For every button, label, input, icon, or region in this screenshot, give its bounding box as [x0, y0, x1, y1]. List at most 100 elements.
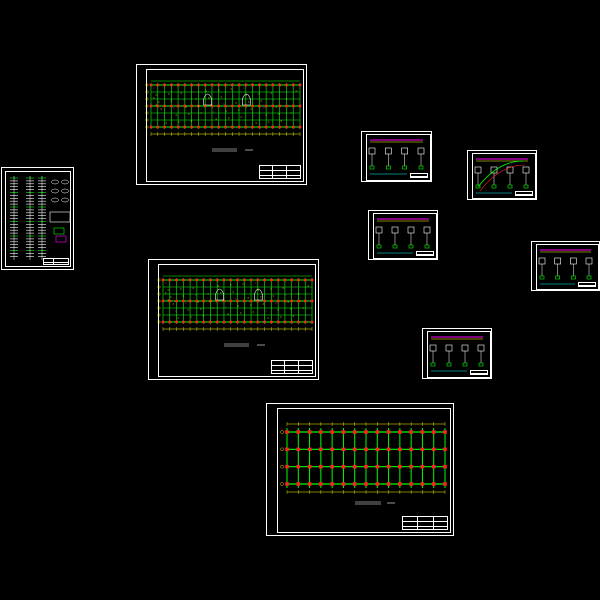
- section-detail: [522, 166, 530, 174]
- section-detail: [538, 257, 546, 265]
- detail-drawing: [429, 336, 485, 372]
- column-mark: [161, 320, 165, 324]
- column-mark: [375, 430, 380, 434]
- column-mark: [276, 320, 280, 324]
- column-mark: [236, 278, 239, 282]
- column-mark: [398, 447, 402, 452]
- detail-sheet-1[interactable]: [361, 131, 432, 182]
- column-mark: [375, 447, 380, 452]
- column-mark: [251, 83, 254, 87]
- section-detail: [418, 165, 424, 170]
- column-mark: [298, 125, 302, 129]
- column-mark: [310, 278, 314, 282]
- detail-sheet-4[interactable]: [531, 241, 600, 291]
- column-mark: [398, 430, 402, 434]
- section-detail: [586, 275, 592, 280]
- column-mark: [190, 125, 193, 129]
- section-detail: [392, 244, 398, 249]
- opening-outline: [203, 93, 212, 106]
- column-schedule-sheet[interactable]: [1, 167, 74, 270]
- title-block: [43, 258, 69, 265]
- column-mark: [276, 299, 280, 303]
- upper-floor-plan-sheet[interactable]: [136, 64, 307, 185]
- detail-drawing: [368, 139, 425, 175]
- lower-floor-plan-sheet[interactable]: [148, 259, 319, 380]
- column-mark: [319, 430, 323, 434]
- column-mark: [303, 299, 307, 303]
- column-mark: [197, 83, 200, 87]
- axis-bubble: [280, 430, 284, 434]
- sheet-inner-frame: [472, 153, 536, 199]
- sheet-inner-frame: [536, 244, 599, 290]
- column-mark: [285, 464, 289, 469]
- detail-sheet-3[interactable]: [368, 210, 438, 260]
- section-detail: [369, 165, 375, 170]
- column-mark: [244, 104, 248, 108]
- foundation-grid-sheet[interactable]: [266, 403, 454, 536]
- column-mark: [352, 430, 357, 434]
- section-detail: [554, 257, 561, 265]
- column-mark: [195, 278, 199, 282]
- column-mark: [409, 482, 413, 486]
- column-mark: [258, 104, 261, 108]
- column-mark: [229, 299, 233, 303]
- section-detail: [506, 166, 514, 174]
- column-mark: [310, 320, 314, 324]
- column-mark: [249, 320, 253, 324]
- section-detail: [478, 362, 484, 367]
- section-detail: [523, 184, 529, 189]
- column-mark: [330, 430, 334, 434]
- title-block: [416, 251, 434, 256]
- column-mark: [156, 83, 160, 87]
- axis-bubble: [145, 83, 149, 87]
- section-detail: [417, 147, 425, 155]
- column-mark: [398, 464, 402, 469]
- title-block: [259, 165, 301, 179]
- column-mark: [175, 320, 178, 324]
- column-mark: [251, 104, 254, 108]
- detail-sheet-2[interactable]: [467, 150, 537, 200]
- column-mark: [364, 430, 368, 434]
- column-mark: [297, 320, 300, 324]
- column-mark: [431, 430, 436, 434]
- column-mark: [285, 430, 289, 434]
- column-mark: [222, 320, 226, 324]
- column-mark: [271, 83, 275, 87]
- column-mark: [341, 482, 346, 486]
- column-mark: [168, 320, 172, 324]
- section-detail: [430, 362, 436, 367]
- sheet-inner-frame: [277, 408, 451, 533]
- column-mark: [398, 482, 402, 486]
- column-mark: [224, 125, 227, 129]
- column-mark: [278, 125, 281, 129]
- column-mark: [420, 447, 425, 452]
- detail-sheet-5[interactable]: [422, 328, 492, 379]
- column-mark: [352, 482, 357, 486]
- column-mark: [188, 299, 192, 303]
- axis-bubble: [157, 320, 161, 324]
- column-mark: [237, 83, 241, 87]
- column-mark: [263, 320, 266, 324]
- lower-floor-plan-drawing: [157, 275, 314, 347]
- column-mark: [149, 104, 153, 108]
- column-mark: [296, 482, 301, 486]
- opening-outline: [254, 288, 263, 301]
- opening-outline: [242, 93, 251, 106]
- section-sketch: [51, 179, 59, 185]
- column-mark: [170, 83, 173, 87]
- column-mark: [230, 104, 234, 108]
- column-mark: [215, 278, 219, 282]
- column-mark: [258, 83, 261, 87]
- detail-drawing: [474, 158, 530, 194]
- column-mark: [409, 464, 413, 469]
- column-mark: [202, 278, 205, 282]
- axis-bubble: [145, 97, 149, 101]
- schedule-table: [49, 211, 71, 223]
- column-mark: [319, 464, 323, 469]
- column-mark: [270, 320, 273, 324]
- section-detail: [429, 344, 437, 352]
- column-mark: [258, 125, 261, 129]
- column-mark: [319, 482, 323, 486]
- column-mark: [182, 320, 185, 324]
- column-mark: [229, 278, 233, 282]
